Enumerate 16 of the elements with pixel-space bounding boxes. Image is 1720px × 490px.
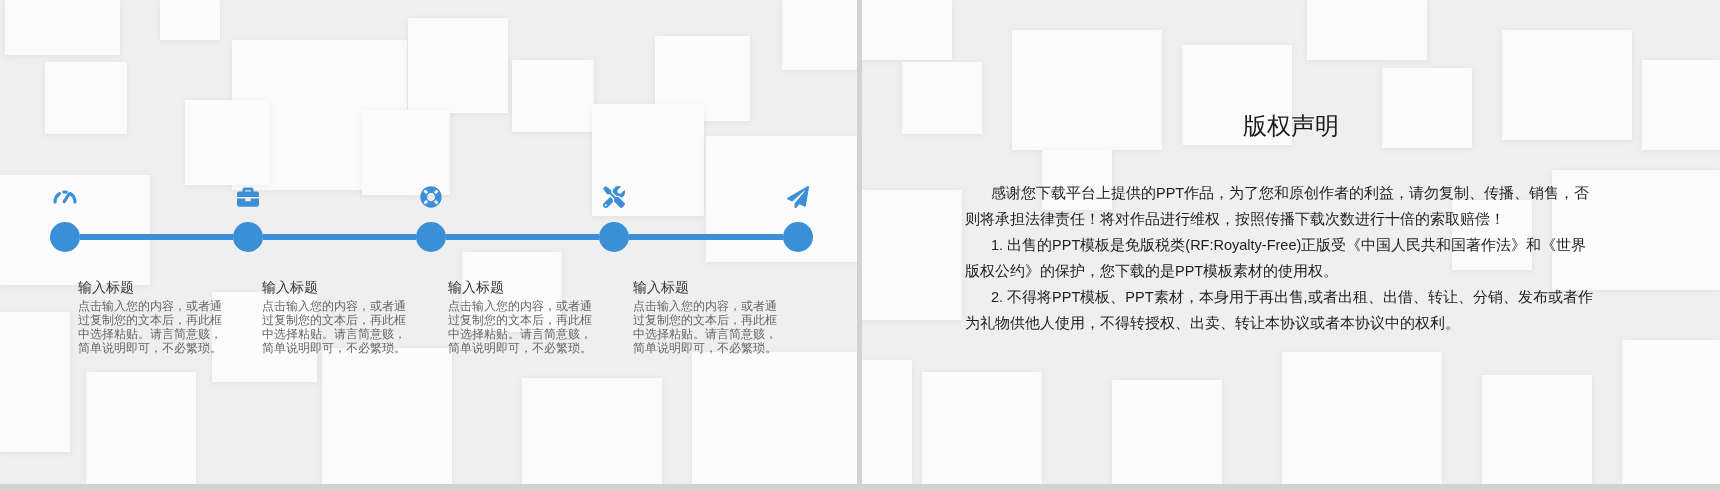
notice-paragraph: 2. 不得将PPT模板、PPT素材，本身用于再出售,或者出租、出借、转让、分销、发布或者作为礼物供他人使用，不得转授权、出卖、转让本协议或者本协议中的权利。 [965,288,1593,333]
notice-paragraph: 1. 出售的PPT模板是免版税类(RF:Royalty-Free)正版受《中国人民共和国著作法》和《世界版权公约》的保护，您下载的是PPT模板素材的使用权。 [965,236,1588,281]
step-description: 点击输入您的内容，或者通过复制您的文本后，再此框中选择粘贴。请言简意赅，简单说明即可，不必繁琐。 [633,299,778,355]
timeline-line [446,234,599,240]
step-title: 输入标题 [78,278,135,296]
step-description: 点击输入您的内容，或者通过复制您的文本后，再此框中选择粘贴。请言简意赅，简单说明即可，不必繁琐。 [448,299,593,355]
timeline-line [629,234,783,240]
slide-title: 版权声明 [1243,111,1339,141]
step-description: 点击输入您的内容，或者通过复制您的文本后，再此框中选择粘贴。请言简意赅，简单说明即可，不必繁琐。 [262,299,407,355]
timeline-line [80,234,233,240]
notice-paragraph: 感谢您下载平台上提供的PPT作品，为了您和原创作者的利益，请勿复制、传播、销售，否则将承担法律责任！将对作品进行维权，按照传播下载次数进行十倍的索取赔偿！ [965,184,1591,229]
step-description: 点击输入您的内容，或者通过复制您的文本后，再此框中选择粘贴。请言简意赅，简单说明即可，不必繁琐。 [78,299,223,355]
step-title: 输入标题 [262,278,319,296]
step-title: 输入标题 [633,278,690,296]
timeline-line [263,234,416,240]
step-title: 输入标题 [448,278,505,296]
